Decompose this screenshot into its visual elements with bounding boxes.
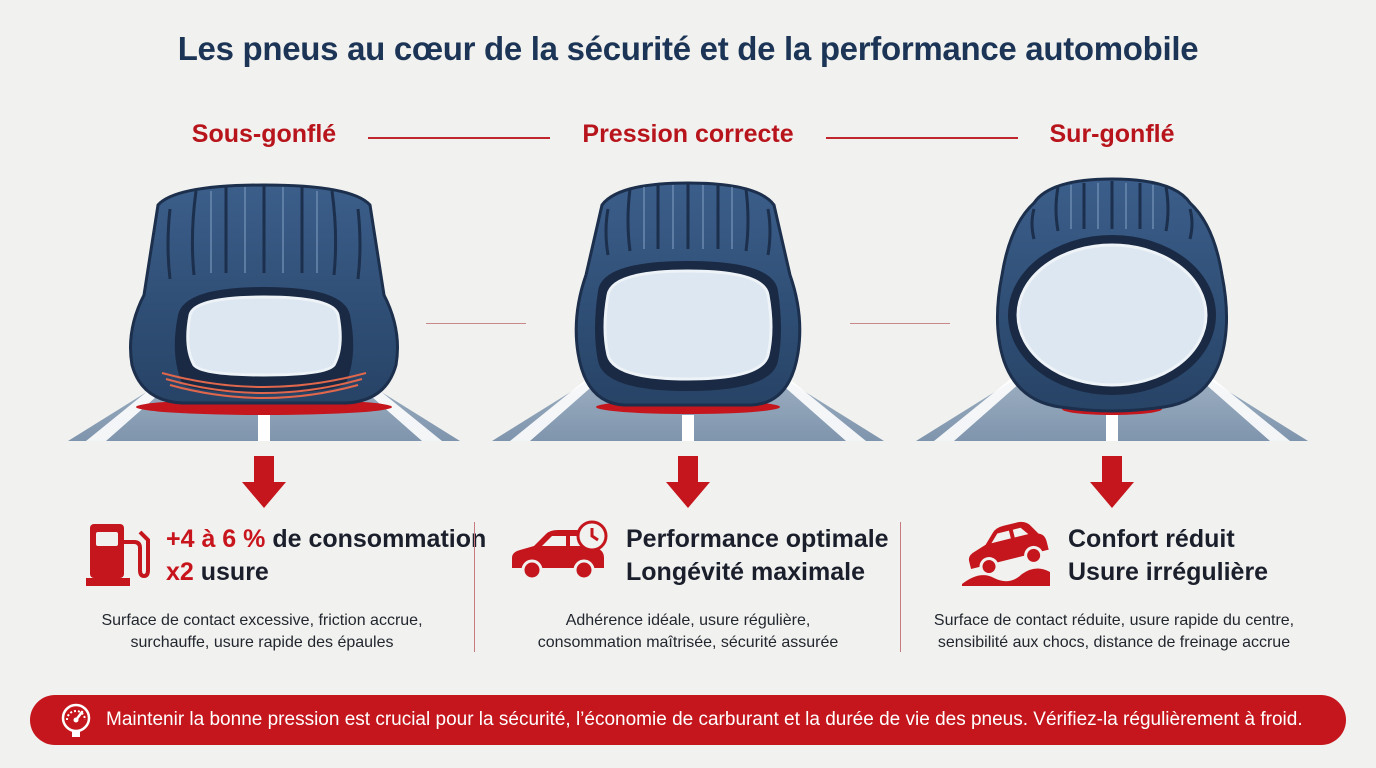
connector-line (826, 137, 1018, 139)
stat-consumption-value: +4 à 6 % (166, 525, 266, 553)
stat-wear: x2 usure (166, 556, 269, 589)
connector-line (368, 137, 550, 139)
car-clock-icon (512, 520, 608, 581)
under-inflated-tire-illustration (68, 183, 460, 441)
label-correct-pressure: Pression correcte (582, 120, 794, 148)
label-under-inflated: Sous-gonflé (191, 120, 337, 148)
stat-longevity: Longévité maximale (626, 558, 865, 586)
stat-wear-label: usure (193, 558, 269, 586)
page-title: Les pneus au cœur de la sécurité et de l… (177, 30, 1199, 67)
correct-pressure-tire-illustration (492, 181, 884, 441)
fuel-pump-icon (86, 524, 150, 586)
pressure-gauge-icon (61, 703, 91, 737)
stat-wear-value: x2 (166, 558, 194, 586)
stat-comfort: Confort réduit (1068, 525, 1235, 553)
stat-irregular-wear: Usure irrégulière (1068, 558, 1269, 586)
down-arrow-icon (242, 456, 286, 508)
column-separator (900, 522, 901, 652)
description-line: sensibilité aux chocs, distance de frein… (937, 634, 1291, 651)
description-under-inflated: Surface de contact excessive, friction a… (62, 610, 462, 654)
column-separator (474, 522, 475, 652)
down-arrow-icon (666, 456, 710, 508)
stat-performance: Performance optimale (626, 525, 889, 553)
description-line: Adhérence idéale, usure régulière, (565, 612, 811, 629)
over-inflated-tire-illustration (916, 177, 1308, 441)
car-bumpy-road-icon (962, 521, 1050, 586)
footer-banner: Maintenir la bonne pression est crucial … (30, 695, 1346, 745)
description-correct-pressure: Adhérence idéale, usure régulière, conso… (488, 610, 888, 654)
banner-message: Maintenir la bonne pression est crucial … (106, 709, 1303, 730)
divider-line (850, 323, 950, 324)
description-line: Surface de contact excessive, friction a… (101, 612, 423, 629)
description-over-inflated: Surface de contact réduite, usure rapide… (904, 610, 1324, 654)
description-line: surchauffe, usure rapide des épaules (130, 634, 394, 651)
label-over-inflated: Sur-gonflé (1049, 120, 1175, 148)
down-arrow-icon (1090, 456, 1134, 508)
description-line: consommation maîtrisée, sécurité assurée (537, 634, 839, 651)
description-line: Surface de contact réduite, usure rapide… (933, 612, 1295, 629)
stat-consumption-label: de consommation (265, 525, 487, 553)
stat-consumption: +4 à 6 % de consommation (166, 523, 486, 556)
divider-line (426, 323, 526, 324)
